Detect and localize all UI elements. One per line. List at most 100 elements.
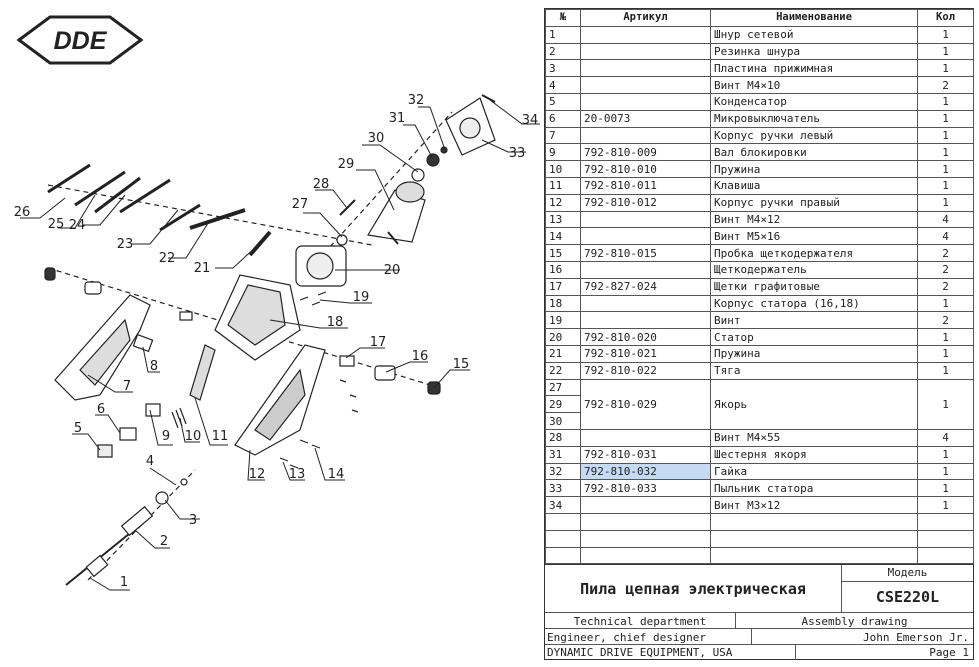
- table-header-row: № Артикул Наименование Кол: [545, 9, 974, 27]
- empty-cell: [545, 546, 581, 565]
- callout-19: 19: [353, 290, 370, 305]
- row-qty: 1: [917, 479, 974, 498]
- row-name: Винт M5×16: [710, 227, 918, 246]
- empty-cell: [580, 529, 711, 548]
- row-qty: 1: [917, 193, 974, 212]
- row-qty: 1: [917, 328, 974, 346]
- row-article: 792-810-009: [580, 143, 711, 162]
- row-no: 3: [545, 59, 581, 78]
- row-article: 792-810-022: [580, 361, 711, 380]
- empty-row: [545, 512, 974, 531]
- row-name: Пружина: [710, 160, 918, 178]
- row-article: [580, 311, 711, 330]
- empty-cell: [580, 546, 711, 565]
- row-no: 16: [545, 260, 581, 279]
- empty-cell: [580, 512, 711, 531]
- row-article: [580, 496, 711, 514]
- callout-21: 21: [194, 261, 211, 276]
- company: DYNAMIC DRIVE EQUIPMENT, USA: [547, 646, 733, 659]
- row-name: Щеткодержатель: [710, 260, 918, 279]
- brand-text: DDE: [54, 27, 108, 55]
- callout-24: 24: [69, 218, 86, 233]
- callout-28: 28: [313, 177, 330, 192]
- callout-27: 27: [292, 197, 309, 212]
- row-no: 34: [545, 496, 581, 514]
- row-qty: 1: [917, 445, 974, 464]
- parts-illustration: 1 2 3 4 5 6 7 8 9 10 11 12 13 14 15 16 1…: [14, 93, 540, 591]
- row-qty: 2: [917, 277, 974, 296]
- row-qty: 2: [917, 260, 974, 279]
- model-value: CSE220L: [875, 588, 940, 606]
- row-no: 28: [545, 428, 581, 447]
- callout-31: 31: [389, 111, 406, 126]
- row-name: Винт M4×55: [710, 428, 918, 447]
- row-name: Корпус ручки левый: [710, 126, 918, 145]
- row-article: [580, 25, 711, 44]
- row-name: Конденсатор: [710, 92, 918, 111]
- row-name: Вал блокировки: [710, 143, 918, 162]
- row-name: Пружина: [710, 344, 918, 363]
- row-no: 19: [545, 311, 581, 330]
- empty-row: [545, 529, 974, 548]
- row-article: 792-810-029: [580, 378, 711, 430]
- row-qty: 4: [917, 428, 974, 447]
- row-no: 12: [545, 193, 581, 212]
- header-name: Наименование: [710, 9, 918, 27]
- row-qty: 2: [917, 311, 974, 330]
- empty-cell: [710, 546, 918, 565]
- callout-12: 12: [249, 467, 266, 482]
- row-name: Микровыключатель: [710, 109, 918, 128]
- row-name: Статор: [710, 328, 918, 346]
- callout-29: 29: [338, 157, 355, 172]
- row-article: [580, 126, 711, 145]
- row-qty: 1: [917, 126, 974, 145]
- callout-6: 6: [97, 402, 105, 417]
- row-qty: 1: [917, 160, 974, 178]
- row-name: Пробка щеткодержателя: [710, 244, 918, 262]
- callout-15: 15: [453, 357, 470, 372]
- empty-cell: [917, 529, 974, 548]
- callout-11: 11: [212, 429, 229, 444]
- callout-14: 14: [328, 467, 345, 482]
- row-name: Винт: [710, 311, 918, 330]
- callout-32: 32: [408, 93, 425, 108]
- row-name: Резинка шнура: [710, 42, 918, 61]
- dde-logo: DDE: [16, 14, 144, 66]
- row-name: Гайка: [710, 462, 918, 481]
- row-article: 792-810-033: [580, 479, 711, 498]
- row-article: 792-810-012: [580, 193, 711, 212]
- department: Technical department: [573, 614, 707, 628]
- row-qty: 1: [917, 361, 974, 380]
- header-qty: Кол: [917, 9, 974, 27]
- empty-cell: [545, 529, 581, 548]
- row-no: 7: [545, 126, 581, 145]
